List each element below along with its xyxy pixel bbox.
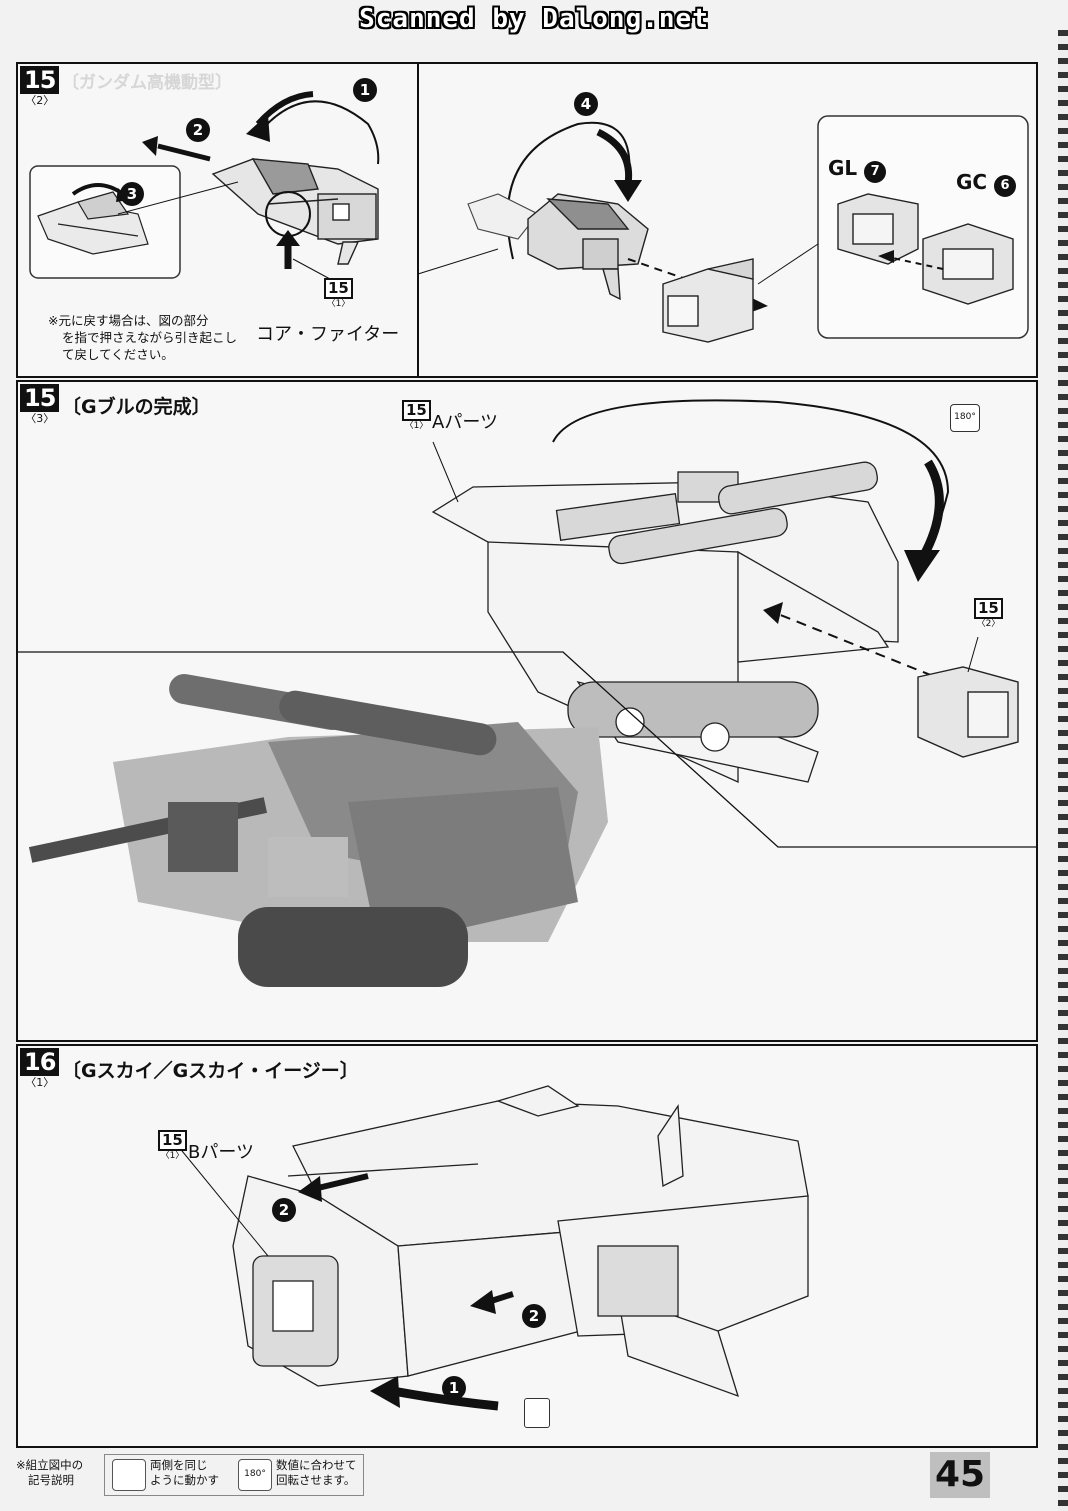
ref-sub: 〈1〉 (160, 1151, 185, 1161)
step-16-1-diagram (177, 1085, 809, 1411)
gc-label: GC 6 (956, 170, 1017, 197)
core-fighter-label: コア・ファイター (256, 324, 400, 345)
a-parts-label: Aパーツ (432, 412, 498, 433)
step-number: 15 (20, 384, 60, 412)
arrow-number-1: 1 (442, 1376, 466, 1400)
ref-15-2: 15 〈2〉 (974, 598, 1003, 629)
ref-number: 15 (324, 278, 353, 299)
rotate-180-icon: 180° (238, 1459, 272, 1491)
gl-label: GL 7 (828, 156, 887, 183)
page-number: 45 (930, 1452, 990, 1498)
watermark: Scanned by Dalong.net (359, 4, 709, 34)
arrow-number-2-top: 2 (272, 1198, 296, 1222)
ref-15-1-a: 15 〈1〉 (402, 400, 431, 431)
legend-item-2-line-1: 数値に合わせて (276, 1458, 357, 1472)
gc-text: GC (956, 170, 988, 194)
legend-item-2-line-2: 回転させます。 (276, 1473, 356, 1487)
arrow-number-2-side: 2 (522, 1304, 546, 1328)
step-number: 15 (20, 66, 60, 94)
arrow-number-3: 3 (120, 182, 144, 206)
move-both-sides-icon (112, 1459, 146, 1491)
ref-15-1-b: 15 〈1〉 (158, 1130, 187, 1161)
note-line-2: を指で押さえながら引き起こし (62, 330, 238, 345)
step-15-2-badge: 15 〈2〉 (20, 66, 60, 108)
step-sub: 〈3〉 (25, 412, 55, 425)
step-15-3-title: 〔Gブルの完成〕 (62, 396, 211, 418)
faint-title: 〔ガンダム高機動型〕 (62, 73, 232, 93)
ref-sub: 〈2〉 (976, 619, 1001, 629)
legend-item-1: 両側を同じ ように動かす (150, 1458, 219, 1488)
ref-number: 15 (974, 598, 1003, 619)
gc-number: 6 (994, 175, 1017, 197)
gl-number: 7 (864, 161, 887, 183)
legend-item-1-line-2: ように動かす (150, 1473, 219, 1487)
step-number: 16 (20, 1048, 60, 1076)
b-parts-label: Bパーツ (188, 1142, 254, 1163)
page-edge-strip (1058, 30, 1068, 1511)
step-sub: 〈2〉 (25, 94, 55, 107)
restore-note: ※元に戻す場合は、図の部分 を指で押さえながら引き起こし て戻してください。 (48, 312, 237, 363)
ref-number: 15 (402, 400, 431, 421)
legend-frame (104, 1454, 364, 1496)
step-15-2-panel: 〔ガンダム高機動型〕 (16, 62, 1038, 378)
arrow-number-1: 1 (353, 78, 377, 102)
ref-15-1: 15 〈1〉 (324, 278, 353, 309)
gl-text: GL (828, 156, 858, 180)
arrow-number-4: 4 (574, 92, 598, 116)
step-15-3-diagram (18, 399, 1036, 987)
arrow-number-2: 2 (186, 118, 210, 142)
step-15-3-badge: 15 〈3〉 (20, 384, 60, 426)
ref-number: 15 (158, 1130, 187, 1151)
step-16-1-badge: 16 〈1〉 (20, 1048, 60, 1090)
step-16-1-title: 〔Gスカイ／Gスカイ・イージー〕 (62, 1060, 359, 1082)
rotate-180-icon: 180° (950, 404, 980, 432)
ref-sub: 〈1〉 (326, 299, 351, 309)
note-line-1: ※元に戻す場合は、図の部分 (48, 313, 209, 328)
legend-item-2: 数値に合わせて 回転させます。 (276, 1458, 357, 1488)
legend-title: ※組立図中の 記号説明 (16, 1458, 83, 1488)
step-15-3-panel: 15 〈3〉 〔Gブルの完成〕 15 〈1〉 Aパーツ 180° 15 〈2〉 (16, 380, 1038, 1042)
ref-sub: 〈1〉 (404, 421, 429, 431)
note-line-3: て戻してください。 (62, 347, 174, 362)
symbol-legend: ※組立図中の 記号説明 両側を同じ ように動かす 180° 数値に合わせて 回転… (0, 1452, 1068, 1511)
move-both-sides-icon (524, 1398, 550, 1428)
legend-item-1-line-1: 両側を同じ (150, 1458, 208, 1472)
legend-title-line-1: ※組立図中の (16, 1458, 84, 1472)
step-16-1-panel: 16 〈1〉 〔Gスカイ／Gスカイ・イージー〕 15 〈1〉 Bパーツ 2 2 … (16, 1044, 1038, 1448)
step-sub: 〈1〉 (25, 1076, 55, 1089)
legend-title-line-2: 記号説明 (28, 1473, 74, 1487)
